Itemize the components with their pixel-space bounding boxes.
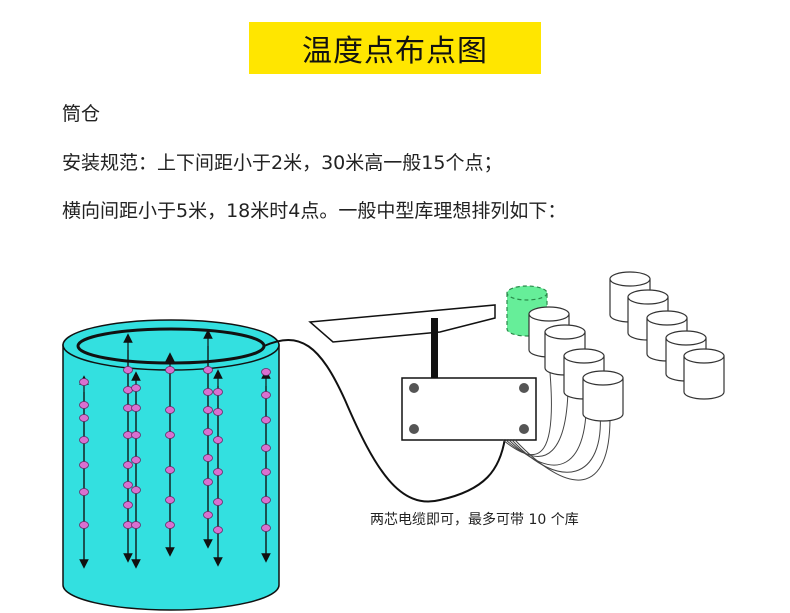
temperature-sensor-point <box>165 496 175 504</box>
temperature-sensor-point <box>79 414 89 422</box>
temperature-sensor-point <box>213 436 223 444</box>
temperature-sensor-point <box>261 444 271 452</box>
temperature-sensor-point <box>203 366 213 374</box>
signal-cable <box>263 338 506 503</box>
temperature-sensor-point <box>165 431 175 439</box>
temperature-sensor-point <box>123 461 133 469</box>
page-title: 温度点布点图 <box>302 34 488 69</box>
temperature-sensor-point <box>213 468 223 476</box>
temperature-sensor-point <box>79 436 89 444</box>
temperature-sensor-point <box>165 466 175 474</box>
vertical-spacing-spec: 安装规范：上下间距小于2米，30米高一般15个点； <box>62 152 503 174</box>
temperature-sensor-point <box>131 456 141 464</box>
silo-cluster <box>506 271 725 422</box>
temperature-sensor-point <box>203 454 213 462</box>
horizontal-spacing-spec: 横向间距小于5米，18米时4点。一般中型库理想排列如下： <box>62 200 567 222</box>
temperature-sensor-point <box>79 488 89 496</box>
temperature-sensor-point <box>213 388 223 396</box>
temperature-sensor-point <box>165 521 175 529</box>
screw-icon <box>519 424 529 434</box>
temperature-sensor-point <box>131 431 141 439</box>
temperature-sensor-point <box>261 391 271 399</box>
temperature-sensor-point <box>203 406 213 414</box>
temperature-sensor-point <box>131 486 141 494</box>
diagram-caption: 两芯电缆即可，最多可带 10 个库 <box>370 512 579 528</box>
temperature-sensor-point <box>123 481 133 489</box>
wireless-signal-icon <box>308 304 496 343</box>
silo <box>62 319 280 611</box>
temperature-sensor-point <box>165 366 175 374</box>
screw-icon <box>409 383 419 393</box>
temperature-sensor-point <box>261 416 271 424</box>
temperature-sensor-point <box>203 511 213 519</box>
temperature-sensor-point <box>261 496 271 504</box>
temperature-sensor-point <box>79 401 89 409</box>
temperature-sensor-point <box>213 526 223 534</box>
temperature-sensor-point <box>131 521 141 529</box>
collector-box <box>401 377 537 441</box>
temperature-sensor-point <box>261 524 271 532</box>
temperature-sensor-point <box>79 521 89 529</box>
silo-body <box>62 344 280 611</box>
antenna <box>431 318 438 380</box>
temperature-sensor-point <box>213 498 223 506</box>
screw-icon <box>409 424 419 434</box>
temperature-sensor-point <box>261 368 271 376</box>
temperature-sensor-point <box>79 378 89 386</box>
title-banner: 温度点布点图 <box>249 22 541 74</box>
storage-silo <box>683 348 725 400</box>
temperature-sensor-point <box>261 468 271 476</box>
temperature-sensor-point <box>79 461 89 469</box>
temperature-sensor-point <box>123 501 133 509</box>
sensor-lines <box>79 329 271 569</box>
screw-icon <box>519 383 529 393</box>
temperature-sensor-point <box>203 428 213 436</box>
temperature-sensor-point <box>203 388 213 396</box>
temperature-sensor-point <box>213 408 223 416</box>
temperature-sensor-point <box>131 404 141 412</box>
temperature-sensor-point <box>165 406 175 414</box>
storage-silo <box>582 370 624 422</box>
temperature-sensor-point <box>123 366 133 374</box>
temperature-sensor-point <box>131 384 141 392</box>
silo-heading: 筒仓 <box>62 103 101 125</box>
temperature-sensor-point <box>203 478 213 486</box>
